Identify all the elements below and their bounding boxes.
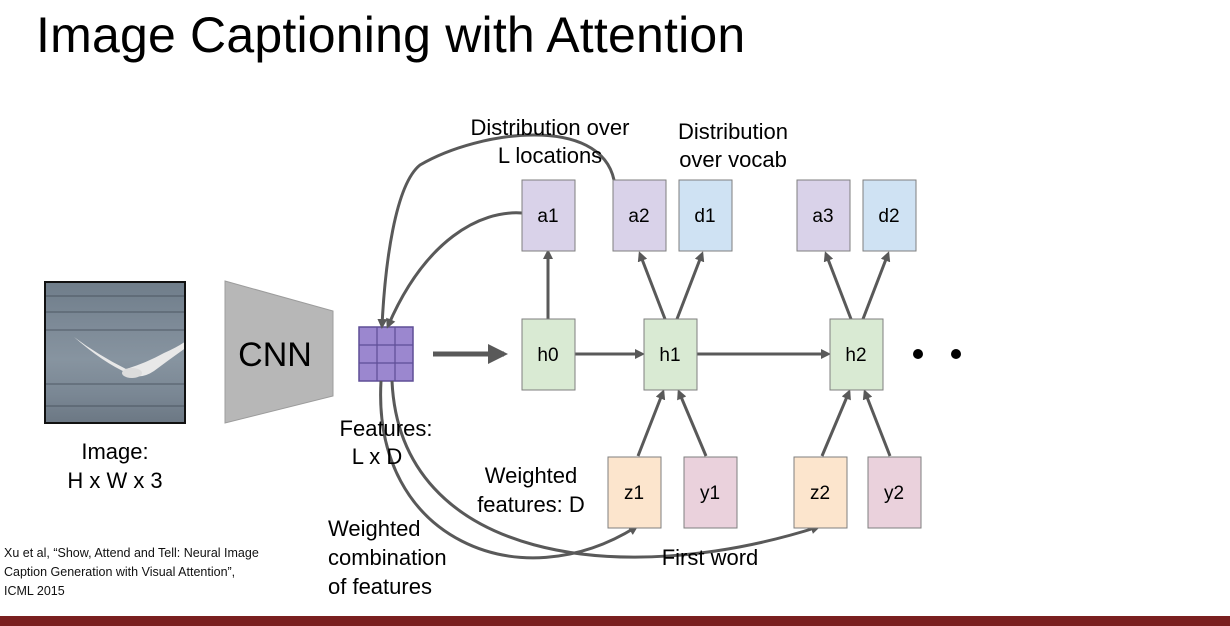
arrow-y2-to-h2 bbox=[862, 389, 892, 457]
node-z1-label: z1 bbox=[624, 483, 644, 504]
ellipsis-dot-2 bbox=[951, 349, 961, 359]
weighted-combo-line3: of features bbox=[328, 574, 432, 599]
arrow-z2-to-h2 bbox=[820, 389, 851, 457]
image-label-line2: H x W x 3 bbox=[67, 468, 162, 493]
arrow-h1-to-a2 bbox=[637, 251, 667, 320]
feature-grid bbox=[358, 326, 414, 382]
dist-locations-line2: L locations bbox=[498, 143, 602, 168]
dist-vocab-line1: Distribution bbox=[678, 119, 788, 144]
node-y2 bbox=[867, 456, 922, 529]
node-y1 bbox=[683, 456, 738, 529]
weighted-features-line2: features: D bbox=[477, 492, 585, 517]
slide-title: Image Captioning with Attention bbox=[36, 7, 746, 63]
arrow-h1-to-d1 bbox=[675, 251, 705, 320]
weighted-combo-line2: combination bbox=[328, 545, 447, 570]
features-label-line1: Features: bbox=[340, 416, 433, 441]
arrow-h2-to-a3 bbox=[823, 251, 853, 320]
node-h1 bbox=[643, 318, 698, 391]
weighted-features-line1: Weighted bbox=[485, 463, 578, 488]
node-z1 bbox=[607, 456, 662, 529]
node-z2 bbox=[793, 456, 848, 529]
first-word-label: First word bbox=[662, 545, 759, 570]
node-a2 bbox=[612, 179, 667, 252]
node-h2 bbox=[829, 318, 884, 391]
cnn-label: CNN bbox=[238, 336, 312, 374]
citation: Xu et al, “Show, Attend and Tell: Neural… bbox=[4, 546, 259, 598]
features-label-line2: L x D bbox=[352, 444, 403, 469]
arrow-a2-to-features bbox=[377, 133, 616, 329]
image-label-line1: Image: bbox=[81, 439, 148, 464]
dist-vocab-line2: over vocab bbox=[679, 147, 787, 172]
weighted-combo-line1: Weighted bbox=[328, 516, 421, 541]
node-a1 bbox=[521, 179, 576, 252]
cnn-block bbox=[224, 280, 334, 424]
node-d1-label: d1 bbox=[694, 206, 715, 227]
node-h0 bbox=[521, 318, 576, 391]
ellipsis-dot-1 bbox=[913, 349, 923, 359]
footer-bar bbox=[0, 616, 1230, 626]
arrow-features-to-z2 bbox=[390, 380, 821, 559]
input-image-seagull bbox=[44, 281, 186, 424]
node-y2-label: y2 bbox=[884, 483, 904, 504]
node-y1-label: y1 bbox=[700, 483, 720, 504]
arrow-h2-to-d2 bbox=[861, 251, 891, 320]
node-h0-label: h0 bbox=[537, 345, 558, 366]
node-d2 bbox=[862, 179, 917, 252]
node-d2-label: d2 bbox=[878, 206, 899, 227]
node-a3-label: a3 bbox=[812, 206, 833, 227]
node-a1-label: a1 bbox=[537, 206, 558, 227]
dist-locations-line1: Distribution over bbox=[471, 115, 630, 140]
arrow-z1-to-h1 bbox=[636, 389, 666, 457]
arrow-features-to-z1 bbox=[379, 380, 639, 560]
arrow-a1-to-features bbox=[386, 211, 523, 329]
node-h2-label: h2 bbox=[845, 345, 866, 366]
node-d1 bbox=[678, 179, 733, 252]
node-a2-label: a2 bbox=[628, 206, 649, 227]
node-z2-label: z2 bbox=[810, 483, 830, 504]
arrow-y1-to-h1 bbox=[677, 389, 708, 457]
node-h1-label: h1 bbox=[659, 345, 680, 366]
node-a3 bbox=[796, 179, 851, 252]
